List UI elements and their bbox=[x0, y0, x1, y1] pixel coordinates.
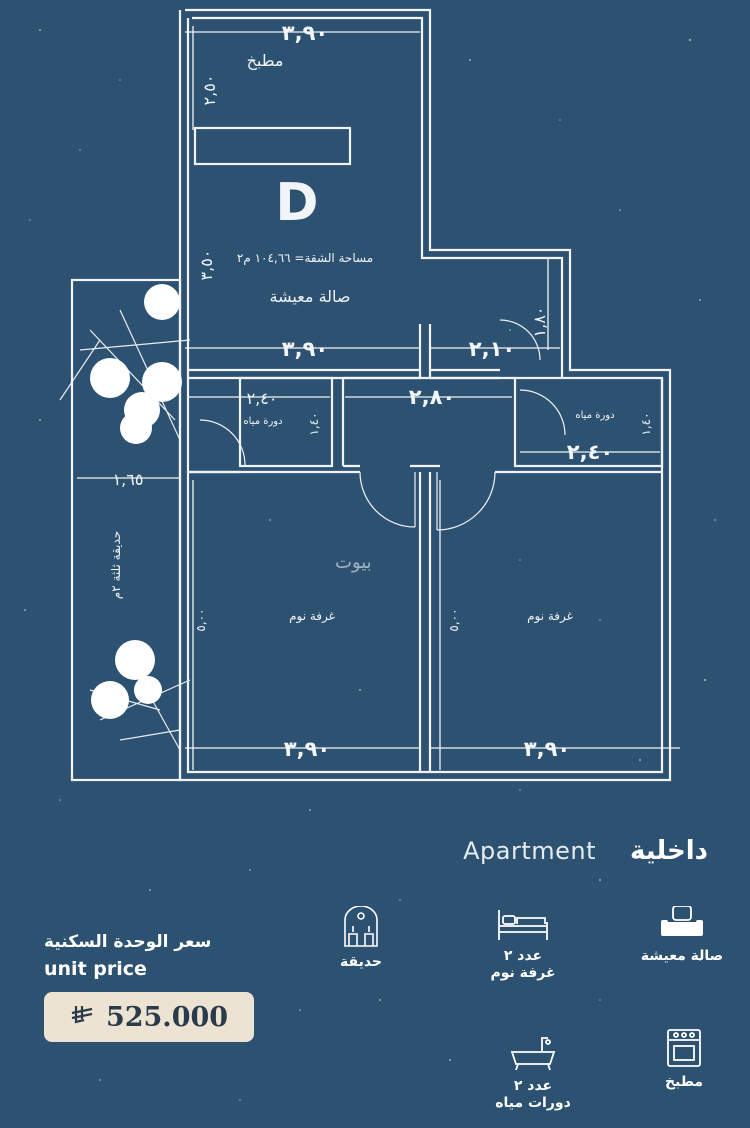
room-bath-right: دورة مياه bbox=[575, 410, 614, 421]
dim-living-w: ٣,٩٠ bbox=[282, 337, 328, 361]
dim-bed-left-h: ٥,٠٠ bbox=[194, 608, 208, 631]
sofa-icon bbox=[661, 906, 703, 936]
plan-dimensions bbox=[77, 26, 680, 770]
dim-bed-left-w: ٣,٩٠ bbox=[284, 737, 330, 761]
feature-kitchen-label: مطبخ bbox=[664, 1074, 704, 1090]
unit-type-ar: داخلية bbox=[630, 836, 708, 866]
room-living: صالة معيشة bbox=[270, 287, 351, 306]
dim-kitchen-w: ٣,٩٠ bbox=[282, 21, 328, 45]
bed-icon bbox=[498, 910, 548, 940]
watermark-logo: بيوت bbox=[335, 552, 372, 573]
floor-plan: D مساحة الشقة= ١٠٤,٦٦ م٢ مطبخ صالة معيشة… bbox=[59, 8, 680, 782]
price-value: 525.000 bbox=[105, 1001, 229, 1033]
room-garden: حديقة ثلثة ٢م bbox=[109, 531, 123, 599]
bathtub-icon bbox=[510, 1037, 556, 1071]
dim-bath-right-h: ١,٤٠ bbox=[639, 412, 653, 435]
dim-kitchen-h: ٢,٥٠ bbox=[200, 75, 219, 106]
garden-icon bbox=[344, 906, 378, 947]
garden-flowers-icon bbox=[59, 284, 191, 751]
room-bedroom-right: غرفة نوم bbox=[527, 609, 573, 624]
dim-bath-left-w: ٢,٤٠ bbox=[247, 389, 278, 408]
plan-doors bbox=[199, 319, 566, 531]
dim-corridor-w: ٢,٨٠ bbox=[409, 385, 455, 409]
price-block: سعر الوحدة السكنية unit price 525.000 bbox=[44, 932, 259, 1042]
dim-bed-right-w: ٣,٩٠ bbox=[524, 737, 570, 761]
stove-icon bbox=[667, 1029, 701, 1067]
price-box: 525.000 bbox=[44, 992, 254, 1042]
feature-garden-label: حديقة bbox=[340, 954, 382, 970]
price-label-en: unit price bbox=[44, 958, 147, 980]
dim-bath-left-h: ١,٤٠ bbox=[307, 412, 321, 435]
room-bath-left: دورة مياه bbox=[243, 416, 282, 427]
room-kitchen: مطبخ bbox=[247, 51, 284, 71]
unit-type-row: Apartment داخلية bbox=[463, 836, 708, 866]
feature-bathrooms: عدد ٢ دورات مياه bbox=[488, 1032, 578, 1112]
dim-bath-right-w: ٢,٤٠ bbox=[567, 440, 613, 464]
room-bedroom-left: غرفة نوم bbox=[289, 609, 335, 624]
dim-entry-w: ٢,١٠ bbox=[469, 337, 515, 361]
feature-bedrooms: عدد ٢ غرفة نوم bbox=[468, 906, 578, 982]
plan-walls bbox=[70, 8, 672, 782]
dim-living-h: ٣,٥٠ bbox=[197, 250, 216, 281]
feature-garden: حديقة bbox=[330, 906, 392, 971]
unit-type-en: Apartment bbox=[463, 837, 596, 865]
dim-bed-right-h: ٥,٠٠ bbox=[447, 608, 461, 631]
unit-letter: D bbox=[275, 173, 318, 233]
feature-kitchen: مطبخ bbox=[652, 1028, 716, 1091]
feature-living: صالة معيشة bbox=[626, 906, 738, 965]
riyal-currency-icon bbox=[70, 1004, 94, 1031]
feature-bathrooms-label: عدد ٢ دورات مياه bbox=[495, 1078, 571, 1111]
feature-living-label: صالة معيشة bbox=[640, 948, 724, 964]
price-label-ar: سعر الوحدة السكنية bbox=[44, 932, 212, 952]
area-label: مساحة الشقة= ١٠٤,٦٦ م٢ bbox=[237, 251, 373, 265]
dim-entry-h: ١,٨٠ bbox=[530, 307, 549, 338]
feature-bedrooms-label: عدد ٢ غرفة نوم bbox=[490, 948, 556, 981]
dim-garden-w: ١,٦٥ bbox=[113, 470, 144, 489]
